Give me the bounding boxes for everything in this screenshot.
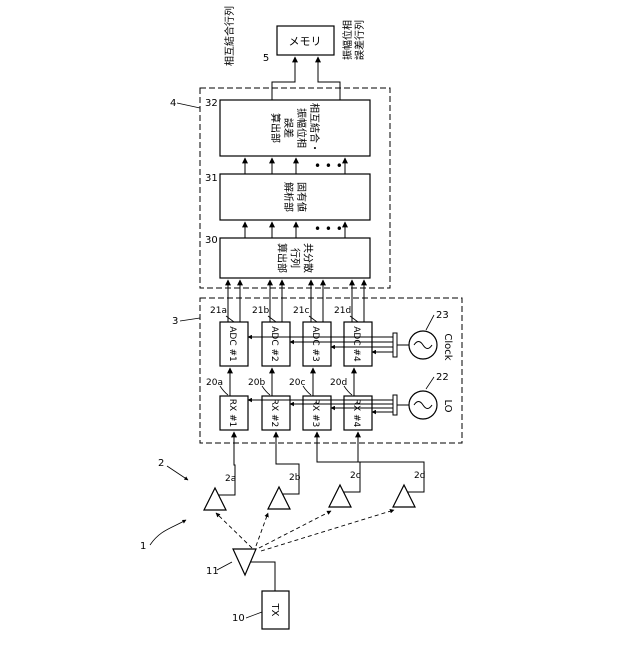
clock-source — [393, 331, 437, 359]
rx-block: RX #2 — [262, 396, 290, 430]
block-30-text-line: 行列 — [289, 248, 302, 268]
digitizer-ref-number: 3 — [172, 316, 178, 327]
ellipsis-dots: • • • — [314, 222, 343, 236]
memory-label: メモリ — [289, 35, 322, 48]
rx-block: RX #1 — [220, 396, 248, 430]
arrows-31-to-32: • • • — [245, 158, 345, 174]
block-32-text-line: 誤差 — [282, 118, 295, 138]
arrow-error-to-memory — [318, 57, 340, 100]
receiver-channels: RX #120aADC #121aRX #220bADC #221bRX #32… — [206, 280, 393, 430]
tx-antenna-ref-number: 11 — [206, 566, 219, 577]
lo-ref-number: 22 — [436, 372, 449, 383]
amp-phase-error-matrix-label-2: 誤差行列 — [353, 20, 366, 60]
arrow-coupling-to-memory — [272, 57, 295, 100]
block-31-ref-number: 31 — [205, 173, 218, 184]
adc-ref-number: 21d — [334, 306, 351, 316]
antenna-array: 2a 2b 2c 2d — [204, 432, 425, 510]
tx-ref-number: 10 — [232, 613, 245, 624]
adc-ref-number: 21b — [252, 306, 269, 316]
tx-label: TX — [269, 603, 280, 617]
arrows-30-to-31: • • • — [245, 222, 345, 238]
antenna-ref-number: 2c — [350, 471, 361, 481]
system-ref-number: 1 — [140, 541, 146, 552]
lo-label: LO — [442, 399, 453, 412]
rx-block: RX #3 — [303, 396, 331, 430]
adc-label: ADC #4 — [351, 326, 361, 362]
rx-label: RX #2 — [269, 399, 279, 428]
block-32-text-line: 相互結合・ — [308, 103, 321, 153]
clock-ref-number: 23 — [436, 310, 449, 321]
antenna-ref-number: 2d — [414, 471, 425, 481]
adc-ref-number: 21a — [210, 306, 227, 316]
block-30-text-line: 算出部 — [276, 243, 289, 273]
adc-label: ADC #3 — [310, 326, 320, 362]
adc-ref-number: 21c — [293, 306, 309, 316]
block-31-eigen-analysis: 固有値解析部 — [220, 174, 370, 220]
antenna-ref-number: 2a — [225, 474, 236, 484]
block-32-text-line: 算出部 — [269, 113, 282, 143]
processor-ref-number: 4 — [170, 98, 176, 109]
block-32-ref-number: 32 — [205, 98, 218, 109]
rx-label: RX #1 — [227, 399, 237, 428]
adc-block: ADC #4 — [344, 322, 372, 366]
adc-label: ADC #1 — [227, 326, 237, 362]
adc-block: ADC #3 — [303, 322, 331, 366]
rx-antenna — [204, 432, 235, 510]
amp-phase-error-matrix-label-1: 振幅位相 — [341, 20, 354, 60]
rx-block: RX #4 — [344, 396, 372, 430]
block-31-text-line: 固有値 — [295, 182, 308, 212]
rx-label: RX #3 — [310, 399, 320, 428]
memory-block: メモリ — [277, 26, 334, 55]
antenna-ref-number: 2b — [289, 473, 301, 483]
block-30-ref-number: 30 — [205, 235, 218, 246]
tx-antenna — [233, 549, 275, 591]
adc-block: ADC #1 — [220, 322, 248, 366]
rx-label: RX #4 — [351, 399, 361, 428]
propagation-arrows — [216, 510, 394, 551]
mutual-coupling-matrix-label: 相互結合行列 — [223, 6, 236, 66]
block-31-text-line: 解析部 — [282, 182, 295, 212]
rx-ref-number: 20b — [248, 378, 265, 388]
adc-label: ADC #2 — [269, 326, 279, 362]
adc-block: ADC #2 — [262, 322, 290, 366]
block-32-text-line: 振幅位相 — [295, 108, 308, 148]
lo-source — [393, 391, 437, 419]
rx-antenna — [268, 432, 299, 509]
clock-label: Clock — [442, 333, 453, 360]
block-32-coupling-error-calc: 相互結合・振幅位相誤差算出部 — [220, 100, 370, 156]
array-ref-number: 2 — [158, 458, 164, 469]
tx-block: TX — [262, 591, 289, 629]
block-30-covariance-calc: 共分散行列算出部 — [220, 238, 370, 278]
memory-ref-number: 5 — [263, 53, 269, 64]
ellipsis-dots: • • • — [314, 159, 343, 173]
block-30-text-line: 共分散 — [302, 243, 315, 273]
